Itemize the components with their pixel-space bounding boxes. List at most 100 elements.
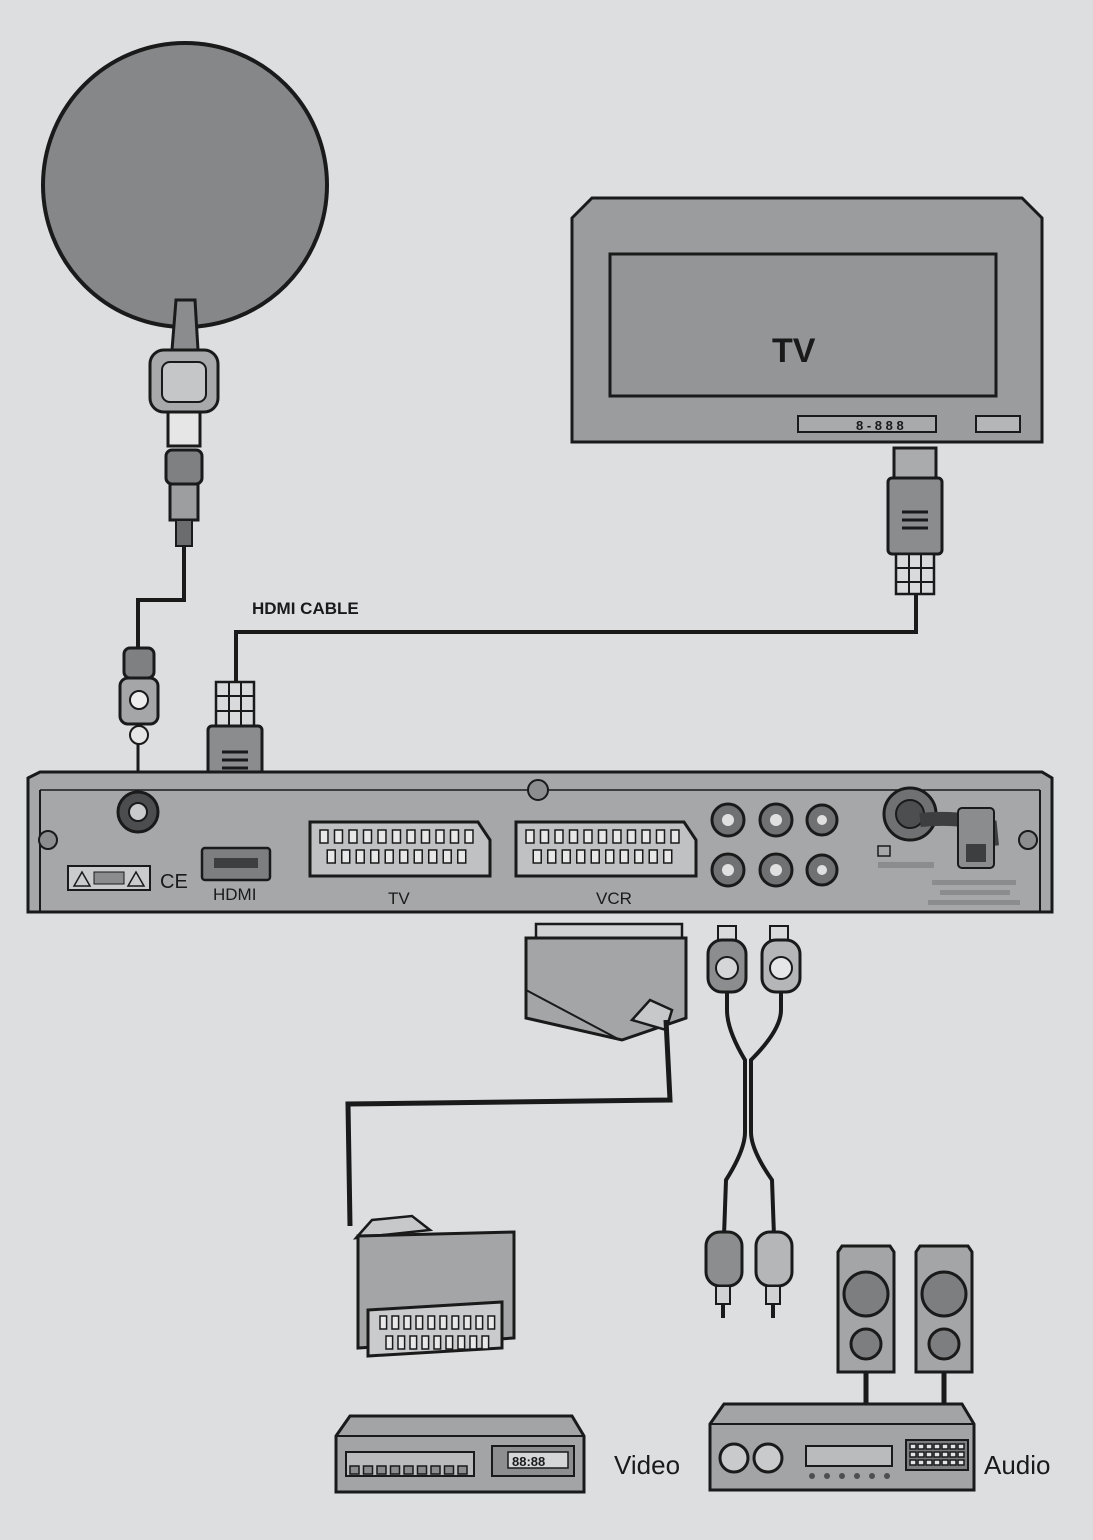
tv-display-digits: 8 - 8 8 8 <box>856 418 904 433</box>
tv-scart-label: TV <box>388 889 410 908</box>
scart-pin <box>597 829 608 844</box>
vcr-button <box>389 1465 401 1475</box>
scart-pin <box>341 849 351 864</box>
scart-plug-upper <box>524 922 688 1042</box>
amp-key <box>941 1459 949 1466</box>
scart-pin <box>612 829 622 844</box>
scart-pin <box>406 829 416 844</box>
scart-pin <box>420 829 431 844</box>
tv-set <box>570 196 1044 444</box>
amp-key <box>909 1459 917 1466</box>
coax-plug <box>118 646 160 745</box>
scart-pin <box>475 1315 484 1330</box>
amp-key <box>949 1451 957 1458</box>
scart-pin <box>435 829 445 844</box>
audio-label: Audio <box>984 1450 1051 1480</box>
scart-pin <box>348 829 358 844</box>
tv-screen-label: TV <box>772 332 816 370</box>
vcr-display: 88:88 <box>512 1454 545 1469</box>
scart-pin <box>464 829 474 844</box>
scart-pin <box>451 1315 460 1330</box>
scart-pin <box>525 829 535 844</box>
amp-key <box>941 1451 949 1458</box>
scart-pin <box>634 849 644 864</box>
amplifier-controls <box>809 1443 965 1479</box>
scart-pin <box>481 1335 490 1350</box>
vcr-button <box>349 1465 360 1475</box>
scart-pin <box>391 829 402 844</box>
scart-pin <box>663 849 673 864</box>
amp-key <box>917 1459 925 1466</box>
vcr-device <box>334 1414 586 1494</box>
scart-plug-lower <box>352 1214 516 1358</box>
scart-pin <box>641 829 651 844</box>
scart-pin <box>449 829 460 844</box>
scart-pin <box>333 829 344 844</box>
amp-knob <box>824 1473 830 1479</box>
vcr-scart-pins <box>525 829 680 864</box>
scart-pin <box>457 1335 466 1350</box>
scart-pin <box>568 829 579 844</box>
amp-key <box>925 1451 933 1458</box>
amp-key <box>957 1459 965 1466</box>
scart-pin <box>626 829 637 844</box>
scart-pin <box>463 1315 472 1330</box>
scart-pin <box>391 1315 400 1330</box>
vcr-buttons <box>349 1465 468 1475</box>
amp-key <box>917 1443 925 1450</box>
hdmi-cable-label: HDMI CABLE <box>252 599 359 618</box>
rca-plugs-upper <box>706 925 802 994</box>
scart-cable <box>345 1019 673 1227</box>
amp-key <box>933 1451 941 1458</box>
scart-pin <box>409 1335 418 1350</box>
amp-key <box>909 1451 917 1458</box>
amp-key <box>917 1451 925 1458</box>
rca-plugs-lower <box>704 1230 794 1318</box>
vcr-scart-label: VCR <box>596 889 632 908</box>
scart-pin <box>397 1335 406 1350</box>
scart-pin <box>379 1315 388 1330</box>
scart-plug-pins <box>379 1315 496 1350</box>
coax-cable <box>136 546 186 648</box>
vcr-button <box>416 1465 428 1475</box>
hdmi-port-label: HDMI <box>213 885 256 904</box>
vcr-button <box>403 1465 414 1475</box>
scart-pin <box>576 849 586 864</box>
scart-pin <box>384 849 394 864</box>
amp-key <box>957 1451 965 1458</box>
hdmi-plug-tv <box>886 446 944 596</box>
amp-knob <box>854 1473 860 1479</box>
scart-pin <box>415 1315 424 1330</box>
amp-key <box>933 1443 941 1450</box>
scart-pin <box>605 849 615 864</box>
scart-pin <box>590 849 600 864</box>
scart-pin <box>326 849 336 864</box>
amp-key <box>949 1443 957 1450</box>
scart-pin <box>655 829 666 844</box>
vcr-button <box>362 1465 374 1475</box>
scart-pin <box>399 849 409 864</box>
scart-pin <box>362 829 373 844</box>
speaker-right <box>914 1244 974 1374</box>
scart-pin <box>469 1335 478 1350</box>
amp-knob <box>839 1473 845 1479</box>
amp-knob <box>869 1473 875 1479</box>
scart-pin <box>433 1335 442 1350</box>
scart-pin <box>445 1335 454 1350</box>
rca-cable <box>722 992 783 1237</box>
scart-pin <box>583 829 593 844</box>
scart-pin <box>370 849 380 864</box>
scart-pin <box>439 1315 448 1330</box>
scart-pin <box>355 849 365 864</box>
vcr-button <box>376 1465 387 1475</box>
amp-key <box>957 1443 965 1450</box>
amp-key <box>925 1443 933 1450</box>
scart-pin <box>427 1315 436 1330</box>
scart-pin <box>428 849 438 864</box>
scart-pin <box>547 849 557 864</box>
amp-key <box>949 1459 957 1466</box>
vcr-button <box>457 1465 468 1475</box>
amp-key <box>925 1459 933 1466</box>
